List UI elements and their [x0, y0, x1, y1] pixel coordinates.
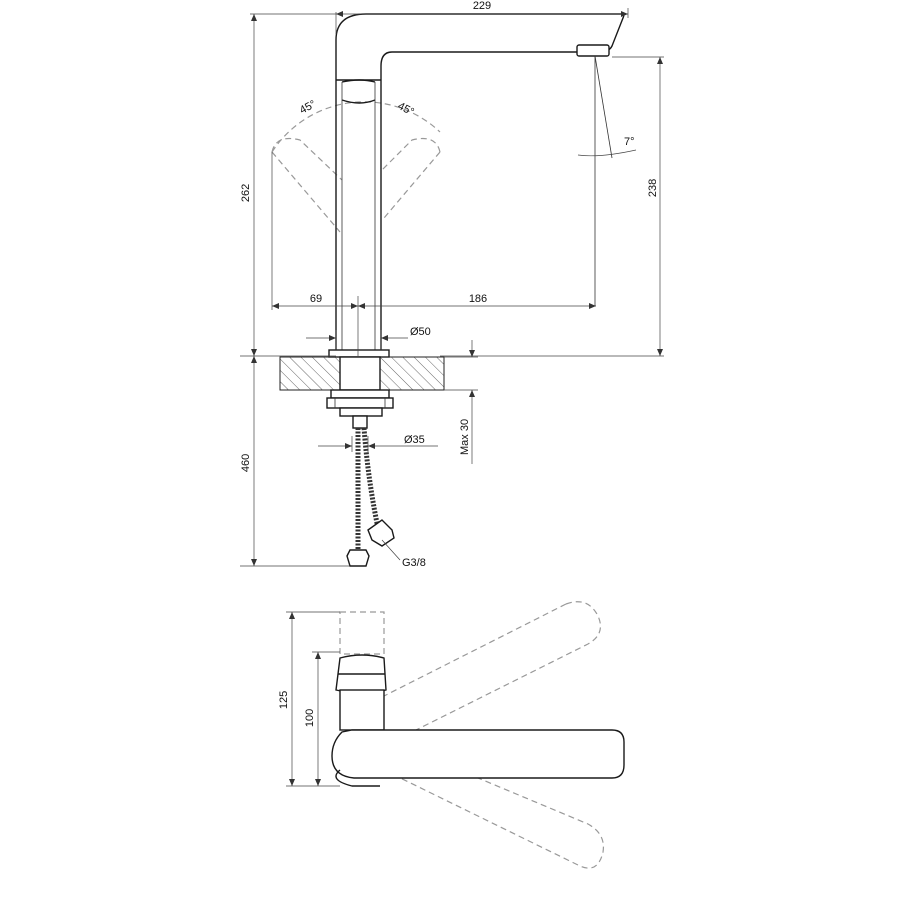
- hose-nut-left: [346, 549, 370, 567]
- label-dia50: Ø50: [410, 326, 431, 338]
- label-460: 460: [240, 454, 252, 472]
- front-view: 229 262 238 7° 45° 45° 69 186 Ø50: [240, 0, 664, 569]
- label-100: 100: [304, 709, 316, 727]
- label-262: 262: [240, 184, 252, 202]
- label-45-right: 45°: [396, 100, 416, 118]
- label-69: 69: [310, 293, 322, 305]
- supply-hose-right: [361, 427, 381, 529]
- label-max30: Max 30: [459, 419, 471, 455]
- side-view: 125 100: [278, 601, 625, 869]
- label-229: 229: [473, 0, 491, 12]
- aerator: [576, 44, 610, 57]
- label-7deg: 7°: [624, 136, 635, 148]
- lever-handle: [331, 729, 625, 779]
- label-45-left: 45°: [298, 98, 318, 116]
- label-dia35: Ø35: [404, 434, 425, 446]
- label-125: 125: [278, 691, 290, 709]
- label-g38: G3/8: [402, 557, 426, 569]
- hose-nut-right: [367, 519, 395, 547]
- label-186: 186: [469, 293, 487, 305]
- swivel-ghost-outlines: [271, 101, 441, 233]
- label-238: 238: [647, 179, 659, 197]
